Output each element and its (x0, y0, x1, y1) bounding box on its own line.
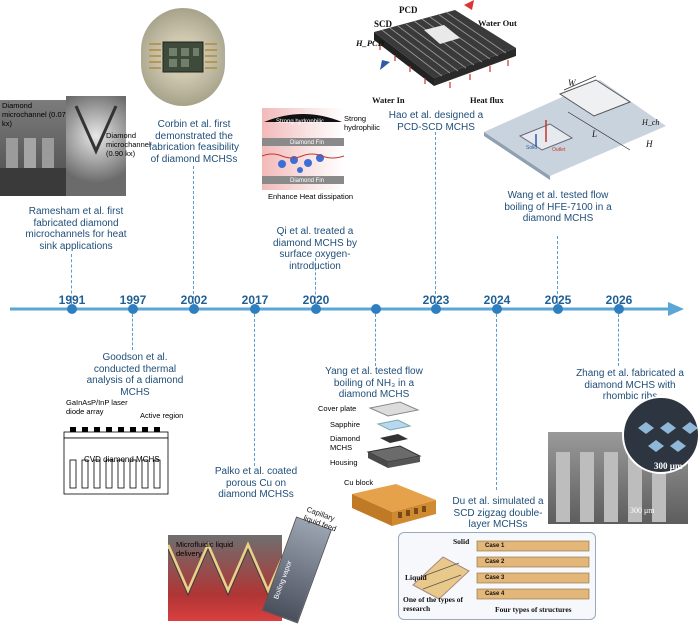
connector-1997 (132, 314, 133, 350)
qi-label-fin2: Diamond Fin (290, 178, 325, 184)
goodson-label-active: Active region (140, 411, 184, 420)
du-case-1: Case 1 (485, 543, 505, 549)
ramesham-sem-image-2 (66, 96, 126, 196)
yang-label-housing: Housing (330, 458, 358, 467)
goodson-cvd-diagram (63, 427, 169, 495)
wang-device-diagram (484, 75, 666, 180)
du-case-2: Case 2 (485, 559, 505, 565)
connector-2023 (435, 132, 436, 304)
wang-label-h: H (646, 139, 653, 149)
qi-label-fin1: Diamond Fin (290, 140, 325, 146)
dot-2026 (614, 304, 624, 314)
du-label-four: Four types of structures (495, 605, 572, 614)
zhang-scale-2: 300 μm (630, 506, 655, 515)
wang-label-hch: H_ch (642, 118, 660, 127)
connector-2025 (557, 236, 558, 304)
du-case-4: Case 4 (485, 591, 505, 597)
dot-2002 (189, 304, 199, 314)
wang-label-l: L (592, 129, 598, 139)
du-case-3: Case 3 (485, 575, 505, 581)
caption-2002: Corbin et al. first demonstrated the fab… (148, 119, 240, 165)
hao-label-heat-flux: Heat flux (470, 95, 504, 105)
caption-2017: Palko et al. coated porous Cu on diamond… (214, 466, 298, 500)
year-1997: 1997 (119, 293, 147, 307)
qi-label-enhance: Enhance Heat dissipation (268, 192, 354, 201)
dot-2025 (553, 304, 563, 314)
corbin-device-photo (141, 8, 225, 106)
connector-2024 (496, 314, 497, 490)
du-zigzag-panel: Solid Liquid One of the types of researc… (398, 532, 596, 620)
ramesham-label-b: Diamond microchannel (0.90 kx) (106, 131, 151, 158)
caption-2023: Hao et al. designed a PCD-SCD MCHS (388, 110, 484, 133)
year-2026: 2026 (605, 293, 633, 307)
zhang-rhombic-inset (622, 396, 700, 474)
palko-label-micro: Microfluidic liquid delivery (176, 540, 234, 558)
dot-2020b (371, 304, 381, 314)
yang-exploded-assembly (352, 401, 436, 526)
caption-1997: Goodson et al. conducted thermal analysi… (86, 352, 184, 398)
qi-label-strong1: Strong hydrophilic (276, 119, 325, 125)
yang-label-sapphire: Sapphire (330, 420, 361, 429)
dot-2017 (250, 304, 260, 314)
goodson-label-cvd: CVD diamond MCHS (84, 455, 160, 464)
wang-label-outlet: Outlet (552, 147, 566, 153)
year-2024: 2024 (483, 293, 511, 307)
hao-label-water-in: Water In (372, 95, 405, 105)
yang-label-diamond: Diamond MCHS (330, 434, 361, 452)
year-2017: 2017 (241, 293, 269, 307)
zhang-scale-1: 300 μm (654, 461, 683, 471)
caption-2020b: Yang et al. tested flow boiling of NH₃ i… (325, 366, 423, 400)
dot-2024 (492, 304, 502, 314)
goodson-label-laser: GaInAsP/InP laser diode array (66, 398, 128, 416)
dot-1997 (128, 304, 138, 314)
qi-hydrophilic-diagram (262, 108, 344, 190)
hao-label-water-out: Water Out (478, 18, 517, 28)
wang-label-w: W (568, 78, 576, 88)
connector-1991 (71, 254, 72, 304)
connector-2017 (254, 314, 255, 466)
dot-1991 (67, 304, 77, 314)
wang-label-solid: Solid (526, 145, 538, 151)
hao-label-pcd: PCD (399, 5, 418, 15)
du-label-one: One of the types of research (403, 595, 463, 613)
connector-2002 (193, 166, 194, 304)
du-label-liquid: Liquid (405, 573, 427, 582)
dot-2023 (431, 304, 441, 314)
dot-2020 (311, 304, 321, 314)
hao-label-scd: SCD (374, 19, 393, 29)
ramesham-label-a: Diamond microchannel (0.072 kx) (2, 101, 70, 128)
du-label-solid: Solid (453, 537, 470, 546)
yang-label-cu: Cu block (344, 478, 374, 487)
ramesham-sem-image-1 (0, 100, 66, 196)
hao-pcd-scd-diagram (374, 0, 516, 88)
caption-2026: Zhang et al. fabricated a diamond MCHS w… (576, 368, 684, 402)
connector-2020b (375, 314, 376, 366)
yang-label-cover: Cover plate (318, 404, 357, 413)
hao-label-hpcd: H_PCD (356, 38, 384, 48)
caption-2020: Qi et al. treated a diamond MCHS by surf… (273, 226, 357, 272)
caption-2024: Du et al. simulated a SCD zigzag double-… (452, 496, 544, 530)
qi-label-strong2: Strong hydrophilic (344, 114, 380, 132)
caption-1991: Ramesham et al. first fabricated diamond… (25, 206, 127, 252)
connector-2020 (315, 258, 316, 304)
connector-2026 (618, 314, 619, 366)
caption-2025: Wang et al. tested flow boiling of HFE-7… (504, 190, 612, 224)
